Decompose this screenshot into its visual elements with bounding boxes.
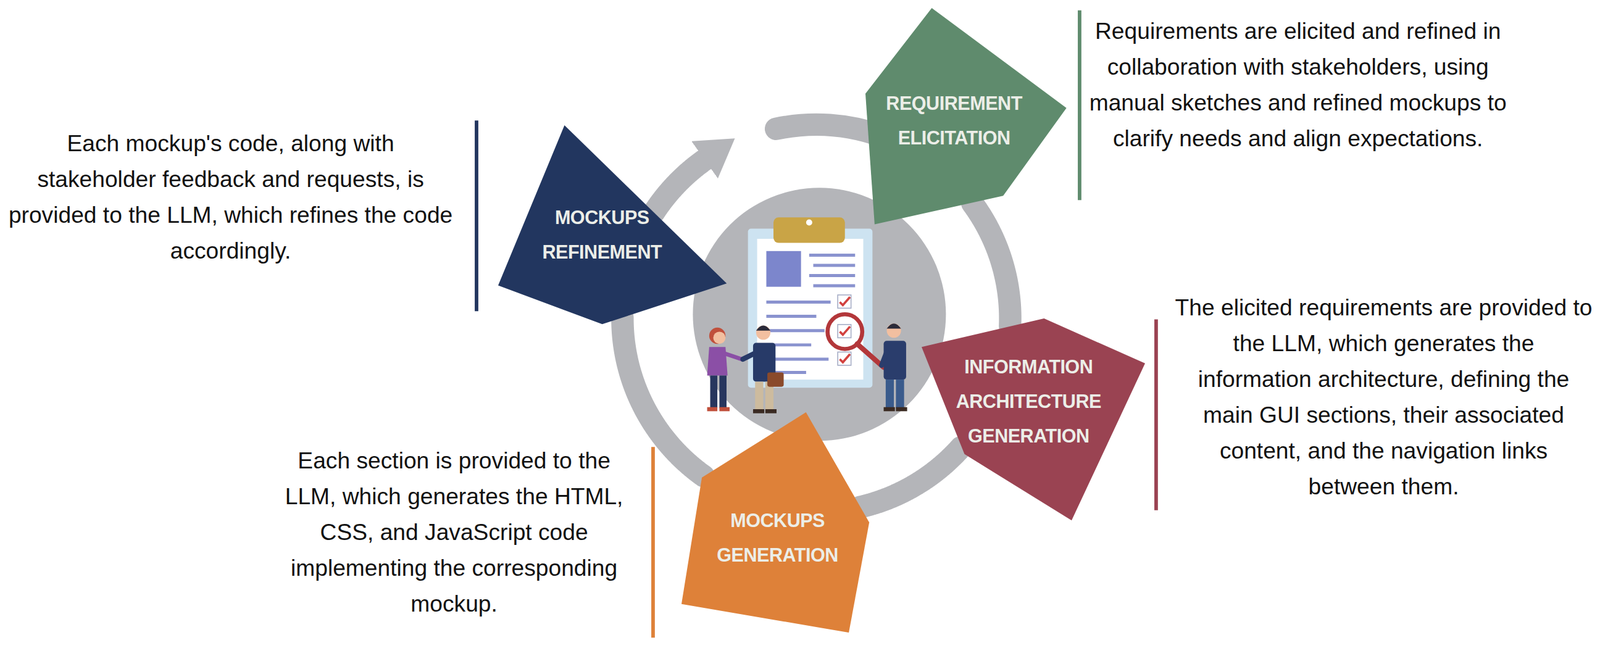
- person-shoe: [895, 407, 907, 412]
- cycle-ring-start: [775, 124, 883, 137]
- person-leg: [895, 379, 904, 409]
- person-arm: [723, 353, 742, 360]
- check-box: [837, 295, 851, 309]
- check-box: [837, 324, 851, 338]
- pentagon-shape: [498, 125, 727, 325]
- separator-bar: [1077, 10, 1082, 200]
- person-leg: [885, 379, 894, 409]
- person-shoe: [765, 409, 777, 414]
- separator-bar: [474, 120, 479, 312]
- check-box: [837, 351, 851, 365]
- person-hair: [756, 325, 771, 331]
- pentagon-outline: [921, 318, 1146, 521]
- person-arm: [742, 353, 755, 360]
- person-head: [712, 331, 726, 344]
- center-disc: [692, 187, 946, 441]
- clipboard-clip: [773, 217, 846, 243]
- stage-pentagon: INFORMATION ARCHITECTURE GENERATION: [921, 318, 1146, 521]
- person-body: [707, 346, 728, 376]
- person-shoe: [753, 409, 765, 414]
- person-arm: [881, 351, 887, 365]
- person-leg: [719, 375, 727, 409]
- stage-title: MOCKUPS GENERATION: [701, 503, 855, 573]
- person-head: [887, 323, 902, 338]
- person-hair: [709, 327, 726, 344]
- document-text-lines: [809, 254, 855, 286]
- step-description: Each mockup's code, along with stakehold…: [4, 125, 457, 269]
- separator-bar: [1154, 319, 1159, 511]
- person-head: [756, 325, 771, 340]
- separator-bar: [651, 446, 655, 638]
- pentagon-shape: [865, 8, 1067, 225]
- check-mark: [839, 326, 850, 335]
- cycle-ring-segment: [972, 203, 1010, 326]
- clip-hole: [806, 219, 813, 226]
- pentagon-outline: [865, 8, 1067, 225]
- step-description: Requirements are elicited and refined in…: [1083, 13, 1513, 157]
- person-shoe: [707, 407, 718, 412]
- stage-pentagon: MOCKUPS REFINEMENT: [498, 125, 727, 325]
- cycle-ring-segment: [653, 159, 705, 213]
- check-mark: [839, 296, 850, 305]
- pentagon-shape: [921, 318, 1146, 521]
- person-leg: [754, 381, 763, 410]
- stage-pentagon: REQUIREMENT ELICITATION: [865, 8, 1067, 225]
- person-shoe: [883, 407, 896, 412]
- document-image: [766, 251, 801, 288]
- cycle-ring-segment: [859, 447, 962, 508]
- person-shoe: [719, 407, 730, 412]
- step-description: The elicited requirements are provided t…: [1173, 290, 1594, 505]
- clipboard-board: [748, 228, 873, 388]
- person-leg: [710, 375, 718, 409]
- checklist-lines: [766, 301, 831, 373]
- person-hair: [887, 323, 902, 329]
- cycle-ring-segment: [622, 317, 704, 476]
- check-mark: [839, 354, 850, 363]
- step-description: Each section is provided to the LLM, whi…: [275, 443, 633, 622]
- stage-title: REQUIREMENT ELICITATION: [864, 85, 1044, 155]
- pentagon-shape: [681, 412, 870, 633]
- stage-title: MOCKUPS REFINEMENT: [525, 200, 679, 270]
- stage-title: INFORMATION ARCHITECTURE GENERATION: [937, 348, 1120, 454]
- briefcase: [767, 372, 784, 388]
- stage-pentagon: MOCKUPS GENERATION: [681, 412, 870, 633]
- person-body: [883, 340, 907, 380]
